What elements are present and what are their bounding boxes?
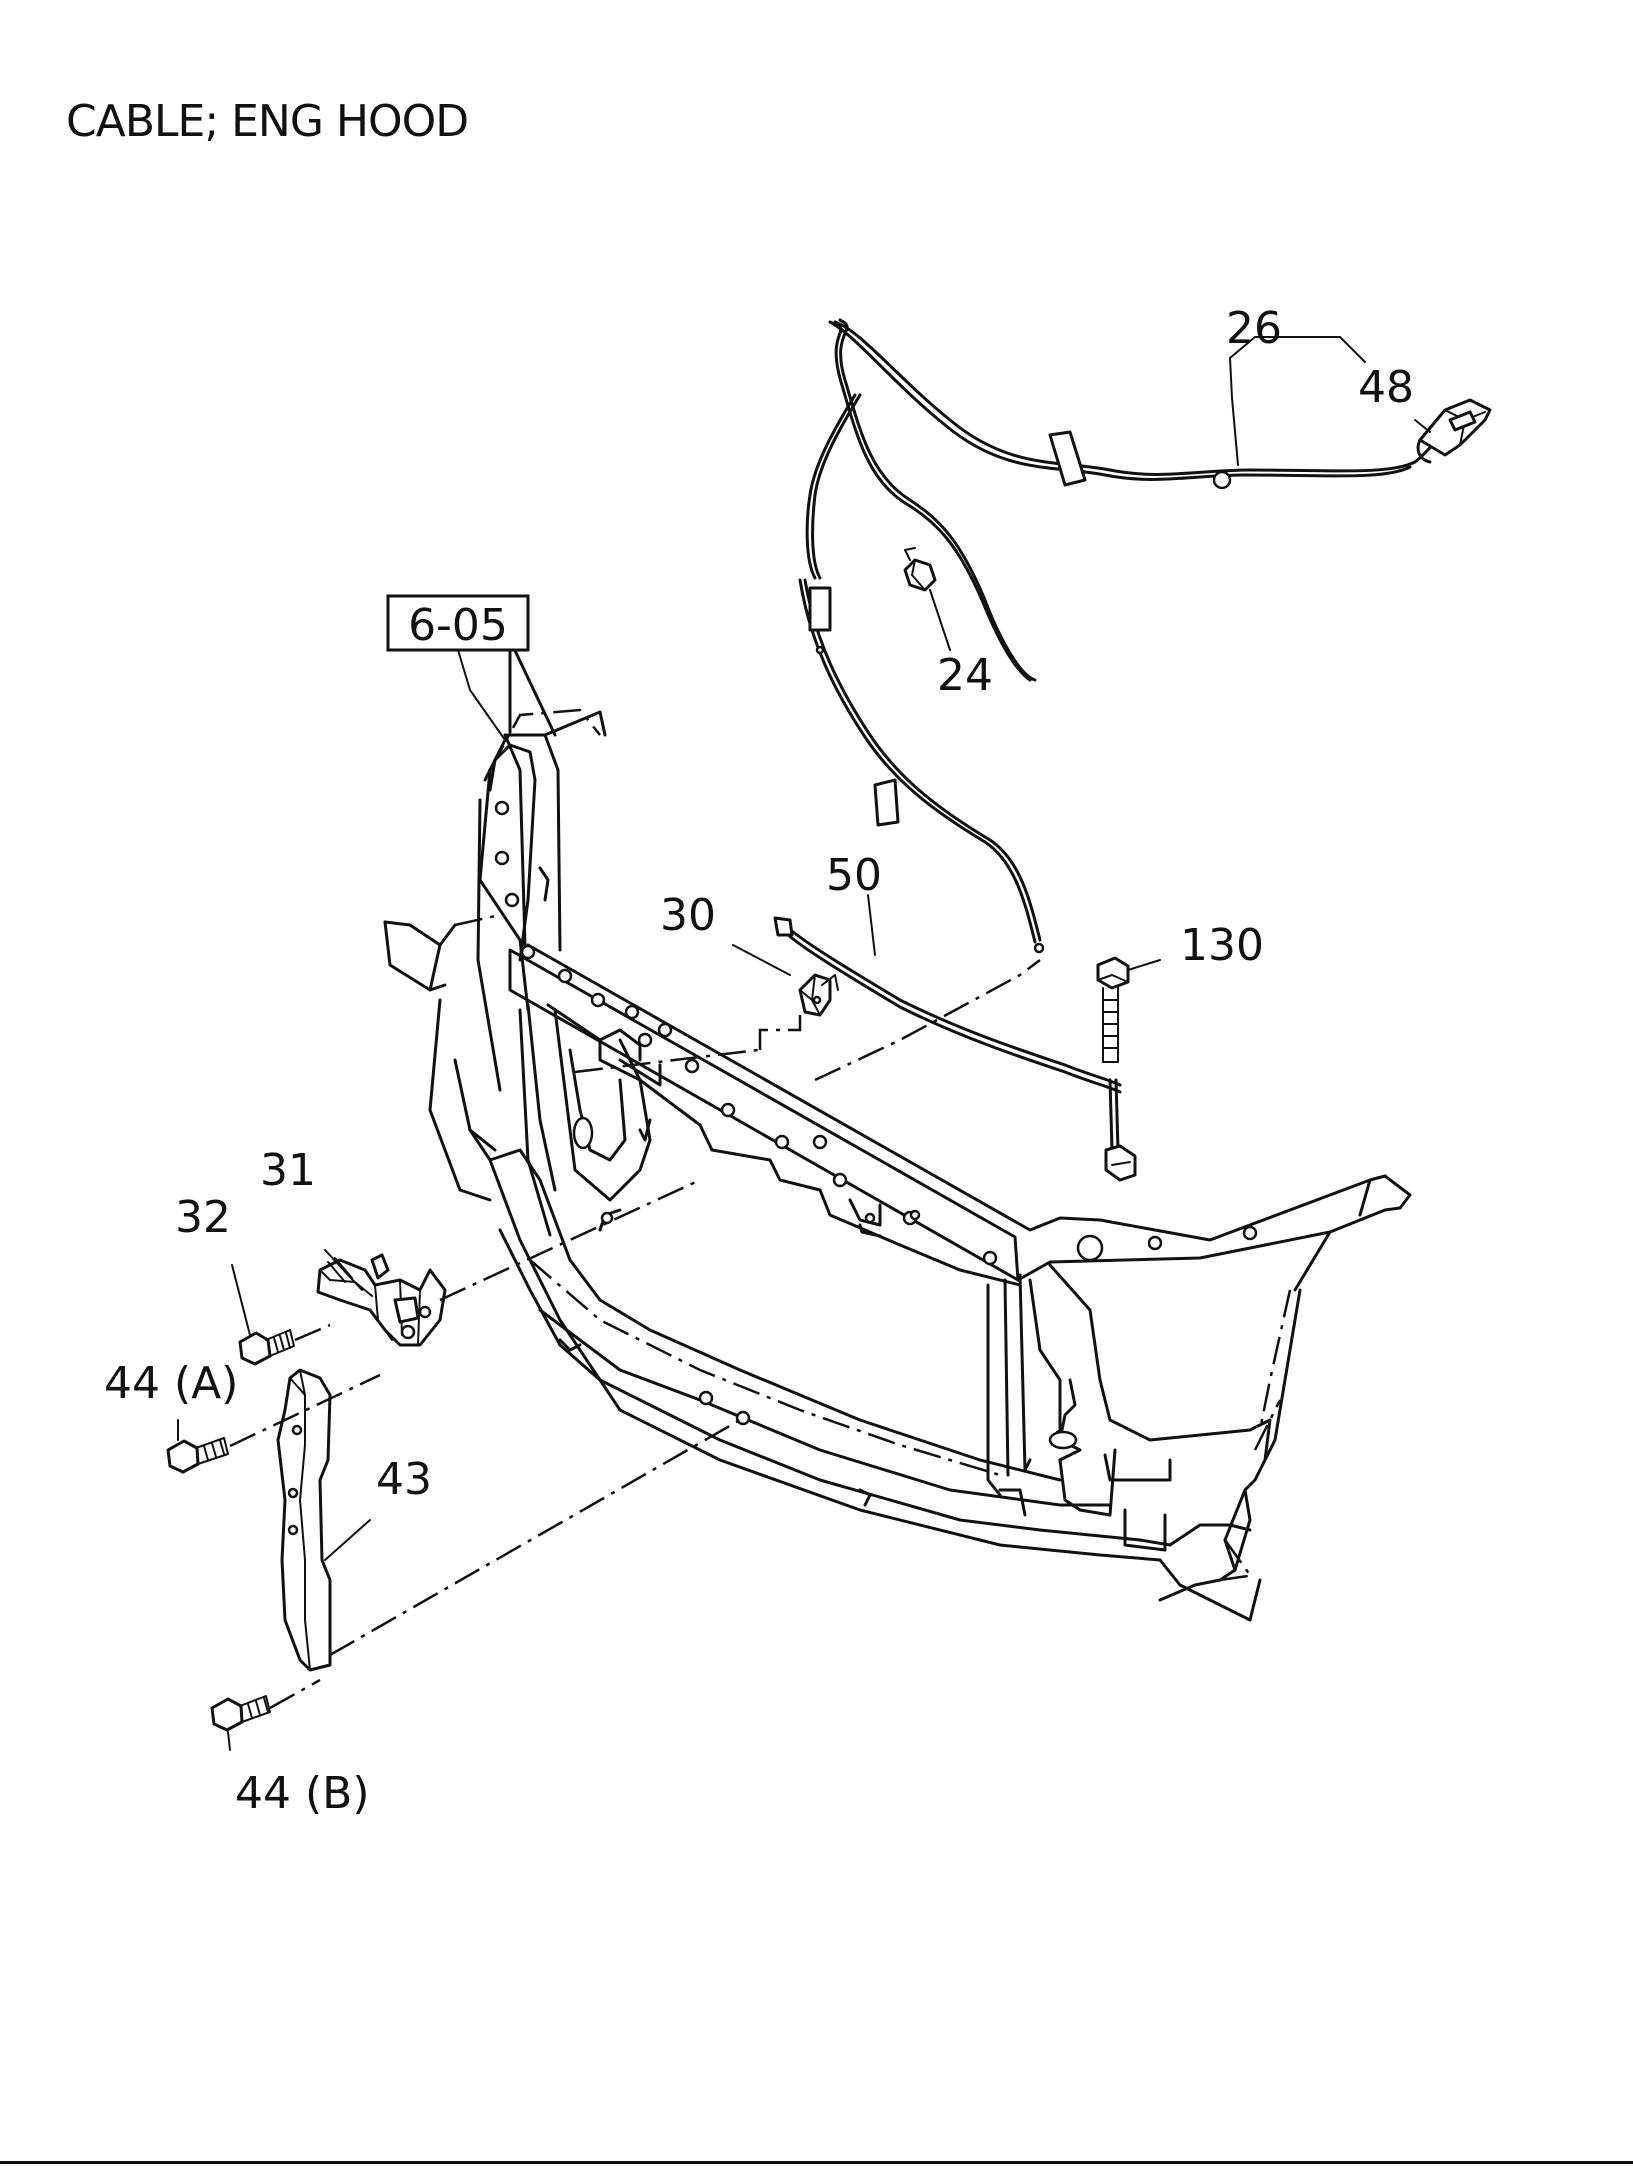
callout-24: 24 bbox=[937, 650, 993, 701]
bolt-32 bbox=[238, 1329, 295, 1366]
callout-43: 43 bbox=[376, 1454, 432, 1505]
callout-30: 30 bbox=[660, 890, 716, 941]
callout-labels: 26 48 24 50 30 130 31 32 44 (A) 43 44 (B… bbox=[104, 303, 1414, 1819]
hood-release-cable bbox=[798, 318, 1492, 954]
diagram-title: CABLE; ENG HOOD bbox=[66, 96, 469, 147]
callout-44-a: 44 (A) bbox=[104, 1358, 238, 1409]
bolt-44-a bbox=[166, 1437, 229, 1474]
hood-lock-assembly bbox=[316, 1253, 447, 1347]
bottom-rule bbox=[0, 2161, 1633, 2164]
callout-26: 26 bbox=[1226, 303, 1282, 354]
callout-130: 130 bbox=[1180, 920, 1264, 971]
reference-box-label: 6-05 bbox=[408, 600, 508, 651]
callout-50: 50 bbox=[826, 850, 882, 901]
radiator-core-support-frame bbox=[383, 638, 1412, 1622]
callout-44-b: 44 (B) bbox=[235, 1768, 370, 1819]
callout-48: 48 bbox=[1358, 362, 1414, 413]
hood-lock-cable bbox=[773, 916, 1137, 1182]
leader-lines bbox=[177, 336, 1431, 1751]
callout-32: 32 bbox=[175, 1192, 231, 1243]
reference-box: 6-05 bbox=[386, 594, 530, 691]
callout-31: 31 bbox=[260, 1145, 316, 1196]
cable-clip-30 bbox=[798, 973, 839, 1017]
bolt-44-b bbox=[210, 1695, 271, 1732]
hood-lock-brace-43 bbox=[276, 1368, 332, 1672]
